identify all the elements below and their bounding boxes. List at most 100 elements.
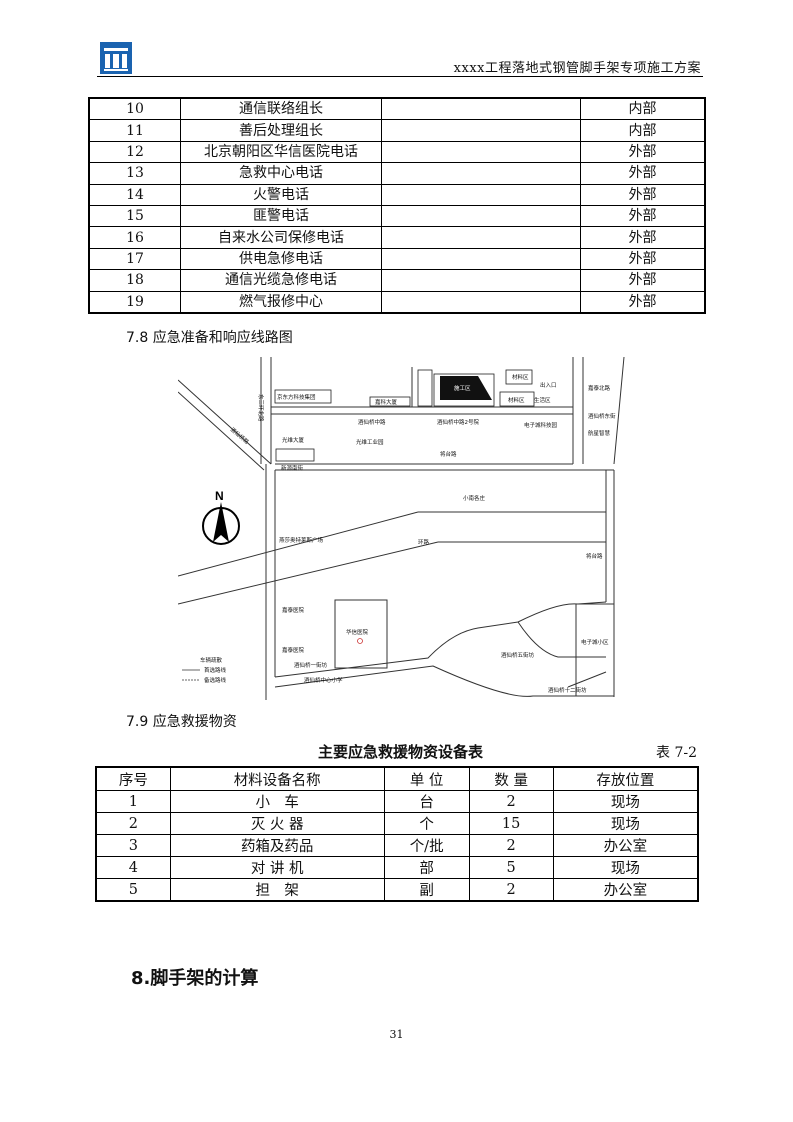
materials-table-caption: 主要应急救援物资设备表 [318, 743, 484, 761]
contact-scope-cell: 内部 [580, 97, 706, 121]
materials-cell: 灭 火 器 [169, 812, 385, 835]
materials-cell: 3 [95, 834, 171, 857]
contact-name-cell: 燃气报修中心 [180, 290, 382, 314]
materials-header-cell: 序号 [95, 766, 171, 791]
contact-name-cell: 通信光缆急修电话 [180, 269, 382, 292]
contact-scope-cell: 外部 [580, 247, 706, 271]
contact-phone-cell [381, 97, 581, 121]
materials-cell: 4 [95, 856, 171, 879]
svg-text:材料区: 材料区 [512, 373, 529, 381]
contact-phone-cell [381, 226, 581, 249]
svg-text:航星智慧: 航星智慧 [588, 429, 611, 437]
contact-scope-cell: 外部 [580, 269, 706, 292]
materials-cell: 担 架 [169, 878, 385, 902]
materials-header-cell: 材料设备名称 [169, 766, 385, 791]
svg-text:首选路线: 首选路线 [204, 666, 227, 674]
contact-scope-cell: 外部 [580, 204, 706, 228]
materials-cell: 对 讲 机 [169, 856, 385, 879]
contact-phone-cell [381, 119, 581, 142]
contact-no-cell: 15 [88, 204, 181, 228]
svg-text:酒仙桥中路: 酒仙桥中路 [358, 418, 386, 426]
svg-text:酒仙桥路: 酒仙桥路 [229, 425, 251, 446]
svg-text:材料区: 材料区 [508, 396, 525, 404]
materials-cell: 2 [468, 834, 554, 857]
svg-text:电子城科技园: 电子城科技园 [524, 421, 558, 429]
materials-cell: 药箱及药品 [169, 834, 385, 857]
section-8-heading: 8.脚手架的计算 [131, 968, 259, 989]
contact-no-cell: 10 [88, 97, 181, 121]
contact-name-cell: 善后处理组长 [180, 119, 382, 142]
svg-text:将台路: 将台路 [440, 450, 457, 458]
contact-no-cell: 11 [88, 119, 181, 142]
svg-text:N: N [215, 489, 224, 503]
contact-phone-cell [381, 183, 581, 206]
materials-cell: 5 [95, 878, 171, 902]
svg-text:酒仙桥东街: 酒仙桥东街 [588, 412, 616, 420]
svg-text:嘉泰医院: 嘉泰医院 [282, 606, 305, 614]
materials-header-cell: 数 量 [468, 766, 554, 791]
materials-header-cell: 存放位置 [552, 766, 699, 791]
svg-text:环路: 环路 [418, 538, 430, 546]
materials-cell: 个 [383, 812, 470, 835]
contact-name-cell: 北京朝阳区华信医院电话 [180, 140, 382, 164]
header-rule [97, 76, 703, 77]
materials-table-number: 表 7-2 [656, 745, 697, 761]
section-7-8-title: 7.8 应急准备和响应线路图 [126, 330, 293, 346]
svg-text:出入口: 出入口 [540, 381, 557, 389]
contact-no-cell: 19 [88, 290, 181, 314]
contact-phone-cell [381, 140, 581, 164]
materials-cell: 1 [95, 790, 171, 813]
svg-text:施工区: 施工区 [454, 384, 471, 392]
svg-text:酒仙桥中路2号院: 酒仙桥中路2号院 [437, 418, 479, 426]
materials-cell: 5 [468, 856, 554, 879]
svg-text:嘉泰北路: 嘉泰北路 [588, 384, 611, 392]
svg-text:酒仙桥十二街坊: 酒仙桥十二街坊 [548, 686, 587, 694]
map-legend: 车辆疏散 首选路线 备选路线 [182, 656, 227, 684]
contact-scope-cell: 外部 [580, 140, 706, 164]
contact-name-cell: 火警电话 [180, 183, 382, 206]
contact-no-cell: 18 [88, 269, 181, 292]
contact-name-cell: 通信联络组长 [180, 97, 382, 121]
svg-text:光维工业园: 光维工业园 [356, 438, 384, 446]
contact-phone-cell [381, 269, 581, 292]
svg-text:嘉科大厦: 嘉科大厦 [375, 398, 398, 406]
svg-text:酒仙桥中心小学: 酒仙桥中心小学 [304, 676, 343, 684]
contact-phone-cell [381, 290, 581, 314]
contact-name-cell: 匪警电话 [180, 204, 382, 228]
company-logo [100, 42, 132, 74]
materials-cell: 15 [468, 812, 554, 835]
contact-phone-cell [381, 162, 581, 185]
svg-text:华信医院: 华信医院 [346, 628, 369, 636]
materials-header-cell: 单 位 [383, 766, 470, 791]
contact-scope-cell: 外部 [580, 162, 706, 185]
contact-scope-cell: 内部 [580, 119, 706, 142]
svg-text:电子城小区: 电子城小区 [581, 638, 609, 646]
materials-cell: 现场 [552, 790, 699, 813]
contact-no-cell: 14 [88, 183, 181, 206]
materials-cell: 部 [383, 856, 470, 879]
svg-text:京东方科技集团: 京东方科技集团 [277, 393, 316, 401]
section-7-9-title: 7.9 应急救援物资 [126, 714, 237, 730]
contact-name-cell: 自来水公司保修电话 [180, 226, 382, 249]
emergency-route-map: 施工区 N 东三环北路 酒仙桥路 材料区 材料区 生活区 出入口 嘉泰北路 京东… [178, 356, 625, 700]
materials-cell: 个/批 [383, 834, 470, 857]
materials-cell: 2 [95, 812, 171, 835]
svg-text:东三环北路: 东三环北路 [257, 394, 265, 422]
materials-cell: 2 [468, 790, 554, 813]
contact-no-cell: 13 [88, 162, 181, 185]
svg-text:嘉泰医院: 嘉泰医院 [282, 646, 305, 654]
contact-name-cell: 急救中心电话 [180, 162, 382, 185]
